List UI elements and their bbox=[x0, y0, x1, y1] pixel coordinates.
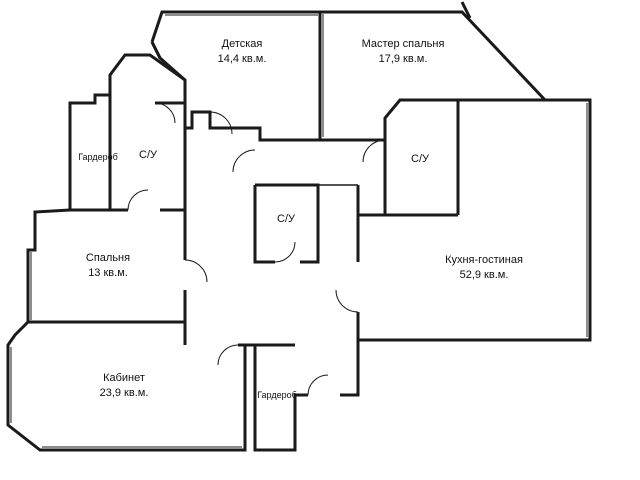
room-area-master: 17,9 кв.м. bbox=[379, 53, 428, 65]
windows bbox=[10, 14, 588, 448]
room-name-kabinet: Кабинет bbox=[103, 372, 145, 384]
room-name-detskaya: Детская bbox=[222, 38, 263, 50]
room-name-garderob-bottom: Гардероб bbox=[257, 390, 297, 400]
wall-master-notch bbox=[460, 1, 472, 19]
wall-su-right bbox=[383, 140, 458, 217]
wall-garderob-bottom bbox=[253, 345, 308, 452]
room-name-spalnya: Спальня bbox=[86, 252, 130, 264]
door-garderob-left bbox=[127, 189, 149, 211]
wall-kabinet bbox=[6, 320, 247, 452]
door-spalnya bbox=[184, 259, 208, 283]
room-area-detskaya: 14,4 кв.м. bbox=[218, 53, 267, 65]
door-kitchen bbox=[335, 289, 359, 313]
wall-kitchen bbox=[345, 98, 592, 397]
room-name-su-right: С/У bbox=[411, 153, 430, 165]
wall-su-left bbox=[68, 53, 186, 212]
door-su-left bbox=[154, 102, 176, 124]
doors bbox=[127, 102, 386, 396]
wall-spalnya bbox=[26, 208, 187, 324]
room-name-su-center: С/У bbox=[277, 213, 296, 225]
wall-detskaya bbox=[150, 10, 322, 142]
room-name-su-left: С/У bbox=[139, 149, 158, 161]
room-name-garderob-left: Гардероб bbox=[78, 152, 118, 162]
window-master-diag bbox=[464, 14, 544, 98]
room-name-kitchen: Кухня-гостиная bbox=[445, 254, 523, 266]
room-area-kabinet: 23,9 кв.м. bbox=[100, 387, 149, 399]
room-area-spalnya: 13 кв.м. bbox=[88, 267, 128, 279]
room-area-kitchen: 52,9 кв.м. bbox=[460, 269, 509, 281]
door-corridor-top bbox=[232, 149, 256, 173]
wall-master bbox=[320, 10, 549, 142]
door-detskaya bbox=[209, 111, 233, 135]
door-kabinet bbox=[217, 344, 239, 366]
room-name-master: Мастер спальня bbox=[362, 38, 445, 50]
wall-detskaya-diag bbox=[150, 41, 162, 59]
door-su-right bbox=[362, 139, 386, 163]
door-su-center bbox=[274, 241, 296, 263]
labels: Детская 14,4 кв.м. Мастер спальня 17,9 к… bbox=[78, 38, 523, 400]
wall-su-right-entry bbox=[356, 185, 385, 217]
door-garderob-bottom bbox=[307, 374, 329, 396]
wall-su-center-left bbox=[253, 185, 275, 264]
walls bbox=[6, 1, 592, 452]
wall-su-center bbox=[255, 183, 320, 264]
